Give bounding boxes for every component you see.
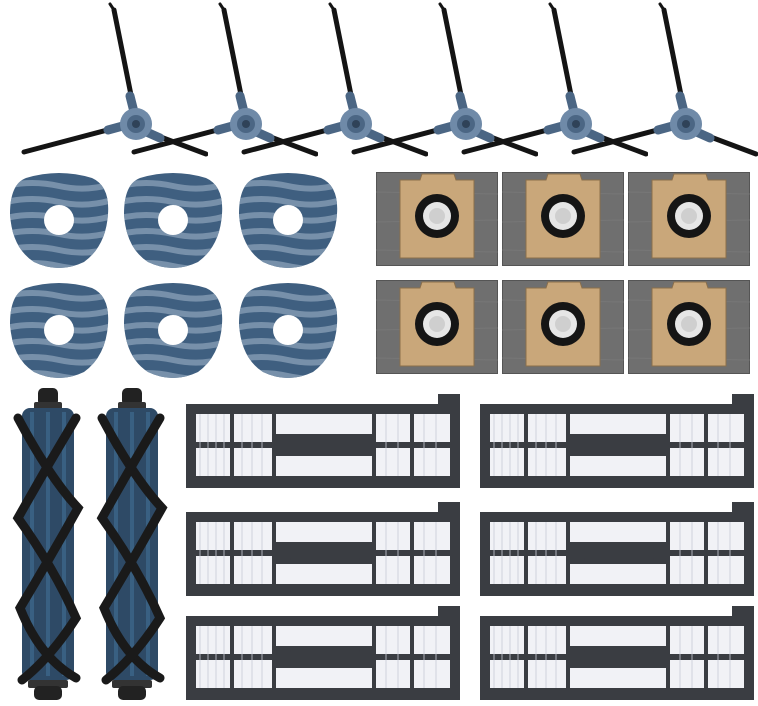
dust-bag-icon xyxy=(376,280,498,374)
dust-bag-icon xyxy=(502,172,624,266)
filter-icon xyxy=(186,606,460,700)
main-brush-icon xyxy=(10,388,86,700)
side-brush-icon xyxy=(458,2,648,162)
side-brush-icon xyxy=(128,2,318,162)
dust-bag-icon xyxy=(628,172,750,266)
side-brush-icon xyxy=(348,2,538,162)
mop-pad-icon xyxy=(6,280,112,380)
side-brush-icon xyxy=(18,2,208,162)
filter-icon xyxy=(480,394,754,488)
dust-bag-icon xyxy=(376,172,498,266)
filter-icon xyxy=(186,394,460,488)
filter-icon xyxy=(480,606,754,700)
side-brush-icon xyxy=(568,2,758,162)
dust-bag-icon xyxy=(502,280,624,374)
filter-icon xyxy=(480,502,754,596)
mop-pad-icon xyxy=(235,280,341,380)
mop-pad-icon xyxy=(120,280,226,380)
mop-pad-icon xyxy=(235,170,341,270)
filter-icon xyxy=(186,502,460,596)
mop-pad-icon xyxy=(6,170,112,270)
mop-pad-icon xyxy=(120,170,226,270)
main-brush-icon xyxy=(94,388,170,700)
side-brush-icon xyxy=(238,2,428,162)
dust-bag-icon xyxy=(628,280,750,374)
